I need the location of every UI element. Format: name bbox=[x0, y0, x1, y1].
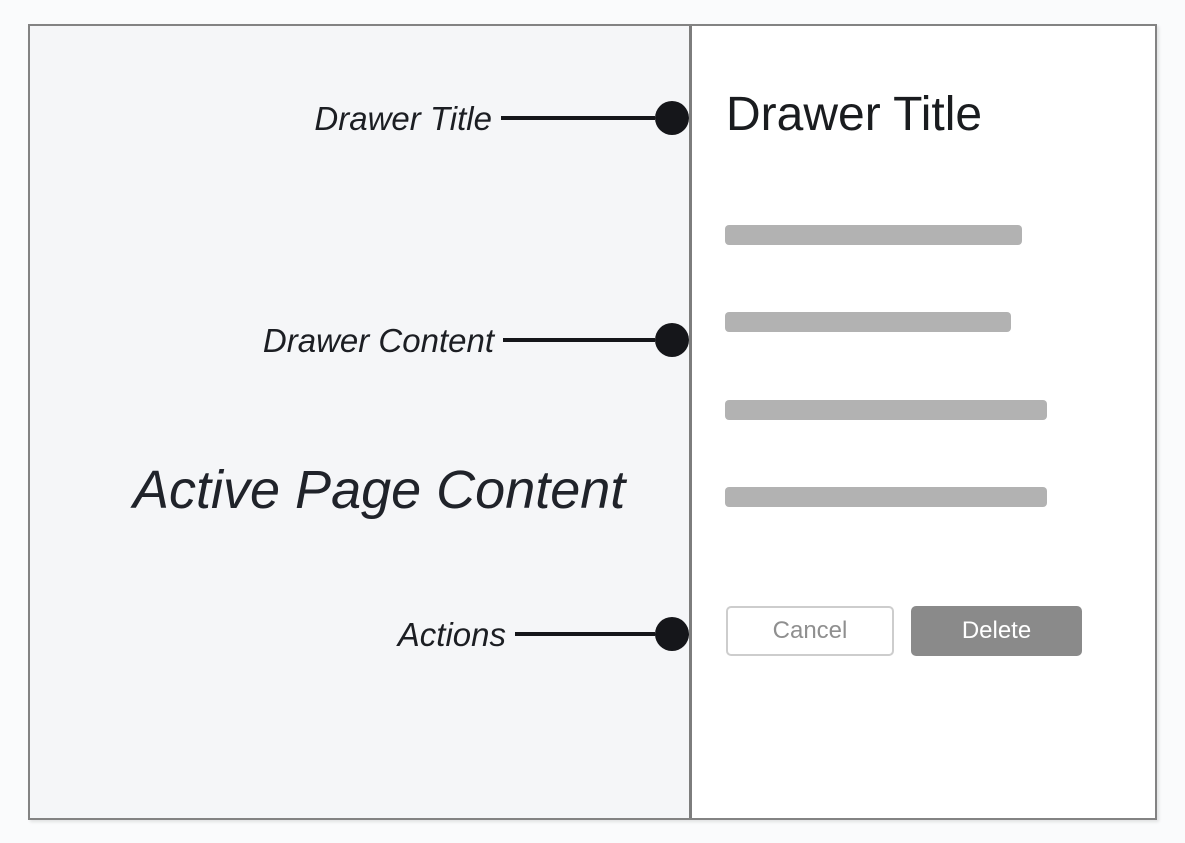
callout-drawer-content-label: Drawer Content bbox=[262, 321, 494, 359]
drawer-panel: Drawer Title Cancel Delete bbox=[692, 26, 1155, 818]
drawer-content-placeholder-bar bbox=[725, 225, 1022, 245]
drawer-divider bbox=[689, 26, 692, 818]
drawer-content-placeholder-bar bbox=[725, 312, 1011, 332]
connector-line bbox=[503, 338, 655, 342]
callout-drawer-title-label: Drawer Title bbox=[314, 99, 492, 137]
callout-drawer-title: Drawer Title bbox=[314, 100, 689, 136]
wireframe-window: Drawer Title Drawer Content Actions Acti… bbox=[28, 24, 1157, 820]
connector-line bbox=[515, 632, 655, 636]
connector-line bbox=[501, 116, 655, 120]
callout-actions: Actions bbox=[398, 616, 689, 652]
active-page-panel: Drawer Title Drawer Content Actions Acti… bbox=[30, 26, 689, 818]
callout-drawer-content: Drawer Content bbox=[263, 322, 689, 358]
connector-dot bbox=[655, 323, 689, 357]
connector-dot bbox=[655, 617, 689, 651]
delete-button[interactable]: Delete bbox=[911, 606, 1082, 656]
active-page-content-label: Active Page Content bbox=[133, 460, 626, 520]
drawer-content-placeholder-bar bbox=[725, 487, 1047, 507]
drawer-actions: Cancel Delete bbox=[726, 606, 1082, 656]
connector-dot bbox=[655, 101, 689, 135]
cancel-button[interactable]: Cancel bbox=[726, 606, 894, 656]
drawer-content-placeholder-bar bbox=[725, 400, 1047, 420]
drawer-title: Drawer Title bbox=[726, 88, 983, 141]
callout-actions-label: Actions bbox=[397, 615, 506, 653]
